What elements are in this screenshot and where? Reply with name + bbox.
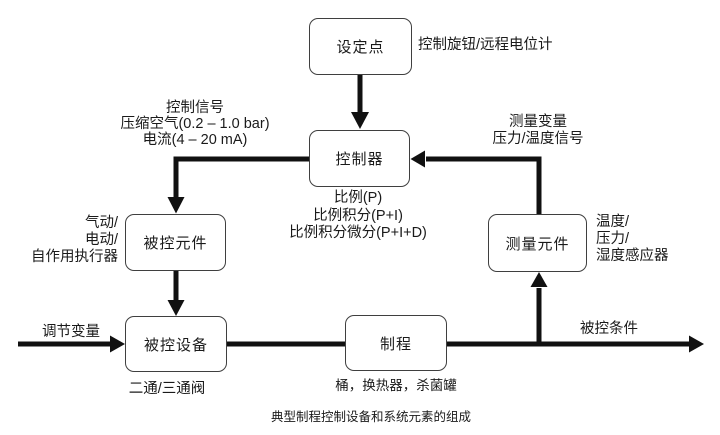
actuator-line1: 气动/ xyxy=(84,215,118,231)
process-note-label: 桶，换热器，杀菌罐 xyxy=(335,378,457,393)
control-signal-line3: 电流(4 – 20 mA) xyxy=(142,132,248,148)
arrow-output-to-measuring-element xyxy=(530,272,548,344)
process-box-label: 制程 xyxy=(379,335,412,353)
control-signal-line2: 压缩空气(0.2 – 1.0 bar) xyxy=(120,116,270,132)
controller-modes-line3: 比例积分微分(P+I+D) xyxy=(289,225,427,241)
measured-variable-line1: 测量变量 xyxy=(509,114,567,130)
actuator-types-label: 气动/ 电动/ 自作用执行器 xyxy=(20,215,118,266)
sensor-line3: 湿度感应器 xyxy=(596,248,669,264)
sensor-line2: 压力/ xyxy=(596,231,630,247)
process-box: 制程 xyxy=(345,315,447,371)
controller-modes-line1: 比例(P) xyxy=(333,190,383,206)
setpoint-note-label: 控制旋钮/远程电位计 xyxy=(418,37,553,53)
measured-variable-label: 测量变量 压力/温度信号 xyxy=(448,114,628,147)
controlled-device-box-label: 被控设备 xyxy=(143,336,208,354)
controller-modes-line2: 比例积分(P+I) xyxy=(313,207,403,224)
measured-variable-line2: 压力/温度信号 xyxy=(492,130,584,147)
sensor-line1: 温度/ xyxy=(596,214,630,230)
setpoint-box-label: 设定点 xyxy=(336,39,385,56)
controller-modes-label: 比例(P) 比例积分(P+I) 比例积分微分(P+I+D) xyxy=(250,190,466,243)
actuator-line2: 电动/ xyxy=(84,232,118,248)
arrow-controlled-element-to-device xyxy=(167,271,185,316)
manipulated-variable-label: 调节变量 xyxy=(42,324,100,340)
controlled-element-box-label: 被控元件 xyxy=(143,235,208,252)
actuator-line3: 自作用执行器 xyxy=(31,249,118,265)
control-signal-line1: 控制信号 xyxy=(166,100,224,116)
measuring-element-box-label: 测量元件 xyxy=(505,235,570,253)
controller-box-label: 控制器 xyxy=(335,151,384,168)
controlled-element-box: 被控元件 xyxy=(125,214,226,271)
arrow-device-through-process-to-output xyxy=(227,335,704,353)
sensor-types-label: 温度/ 压力/ 湿度感应器 xyxy=(596,214,669,265)
controller-box: 控制器 xyxy=(309,130,410,187)
controlled-condition-label: 被控条件 xyxy=(580,321,638,337)
control-signal-label: 控制信号 压缩空气(0.2 – 1.0 bar) 电流(4 – 20 mA) xyxy=(80,100,310,148)
measuring-element-box: 测量元件 xyxy=(488,214,587,272)
diagram-caption: 典型制程控制设备和系统元素的组成 xyxy=(270,410,471,424)
setpoint-box: 设定点 xyxy=(309,18,412,75)
arrow-setpoint-to-controller xyxy=(351,75,369,129)
controlled-device-box: 被控设备 xyxy=(125,316,227,372)
valve-note-label: 二通/三通阀 xyxy=(128,381,206,397)
